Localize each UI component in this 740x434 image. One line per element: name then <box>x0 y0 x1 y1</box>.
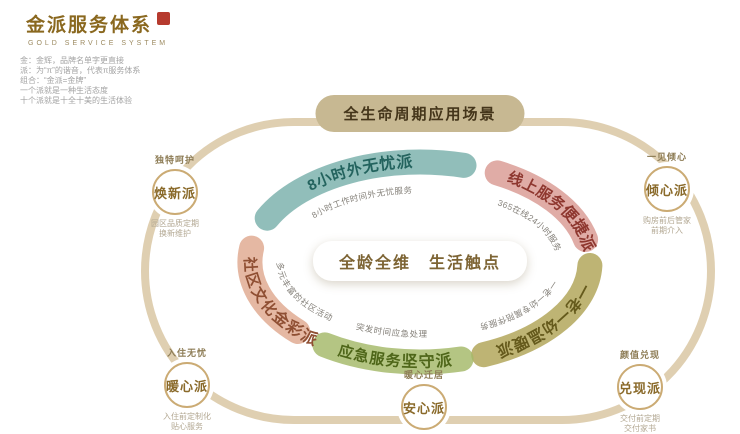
node-desc-line: 交付前定期 <box>620 414 660 423</box>
node-desc-line: 入住前定制化 <box>163 412 211 421</box>
arc-label-bold: 无忧派 <box>360 152 414 176</box>
note-line-4: 一个派就是一种生活态度 <box>20 86 108 95</box>
node-tag: 一见倾心 <box>646 152 687 162</box>
node-tag: 颜值兑现 <box>619 350 660 360</box>
brand-title: 金派服务体系 <box>26 15 153 36</box>
node-tag: 入住无忧 <box>166 348 207 358</box>
node-circle: 暖心派 <box>164 362 210 408</box>
brand-seal-icon <box>157 12 171 25</box>
node-desc-line: 交付家书 <box>624 424 656 433</box>
node-qingxin: 一见倾心 倾心派 购房前后管家 前期介入 <box>607 150 727 236</box>
note-line-2: 派：为“π”的谐音，代表π服务体系 <box>20 66 141 75</box>
node-desc-line: 园区品质定期 <box>151 219 199 228</box>
node-nuanxin: 入住无忧 暖心派 入住前定制化 贴心服务 <box>127 346 247 432</box>
arc-ribbon-worry-free <box>254 149 477 231</box>
brand-notes: 金：金辉，品牌名单字更直接 派：为“π”的谐音，代表π服务体系 组合：“金派=金… <box>20 56 140 106</box>
node-duixian: 颜值兑现 兑现派 交付前定期 交付家书 <box>580 348 700 434</box>
node-name: 焕新派 <box>154 185 197 201</box>
node-anxin: 暖心迁居 安心派 交付时一对一 <box>364 368 484 434</box>
node-circle: 倾心派 <box>644 166 690 212</box>
node-name: 暖心派 <box>166 378 209 394</box>
node-desc-line: 购房前后管家 <box>643 216 691 225</box>
brand-subtitle: GOLD SERVICE SYSTEM <box>28 40 169 47</box>
node-desc-line: 贴心服务 <box>171 422 203 431</box>
node-desc-line: 换新维护 <box>159 229 191 238</box>
arc-ribbon-community-colorful <box>237 235 311 344</box>
arc-ribbon-emergency-steadfast <box>312 332 474 375</box>
arc-label-bold: 坚守派 <box>401 351 453 371</box>
node-desc: 交付前定期 交付家书 <box>580 414 700 434</box>
note-line-1: 金：金辉，品牌名单字更直接 <box>20 56 124 65</box>
arc-sublabel-emergency-steadfast: 突发时间应急处理 <box>355 321 428 339</box>
note-line-5: 十个派就是十全十美的生活体验 <box>20 96 132 105</box>
touchpoint-center-pill: 全龄全维 生活触点 <box>312 241 528 281</box>
arc-ribbon-online-convenient <box>484 160 599 252</box>
node-name: 兑现派 <box>619 380 662 396</box>
arc-ribbon-young-old-warm <box>471 253 603 368</box>
node-name: 倾心派 <box>646 182 689 198</box>
node-desc-line: 前期介入 <box>651 226 683 235</box>
node-name: 安心派 <box>403 400 446 416</box>
node-tag: 暖心迁居 <box>403 370 444 380</box>
node-circle: 兑现派 <box>617 364 663 410</box>
note-line-3: 组合：“金派=金牌” <box>20 76 86 85</box>
node-desc: 园区品质定期 换新维护 <box>115 219 235 239</box>
node-circle: 安心派 <box>401 384 447 430</box>
brand-logo: 金派服务体系 GOLD SERVICE SYSTEM <box>26 10 171 47</box>
node-tag: 独特呵护 <box>154 155 195 165</box>
node-desc: 购房前后管家 前期介入 <box>607 216 727 236</box>
lifecycle-banner-pill: 全生命周期应用场景 <box>315 95 525 132</box>
node-desc: 入住前定制化 贴心服务 <box>127 412 247 432</box>
node-huanxin: 独特呵护 焕新派 园区品质定期 换新维护 <box>115 153 235 239</box>
node-circle: 焕新派 <box>152 169 198 215</box>
